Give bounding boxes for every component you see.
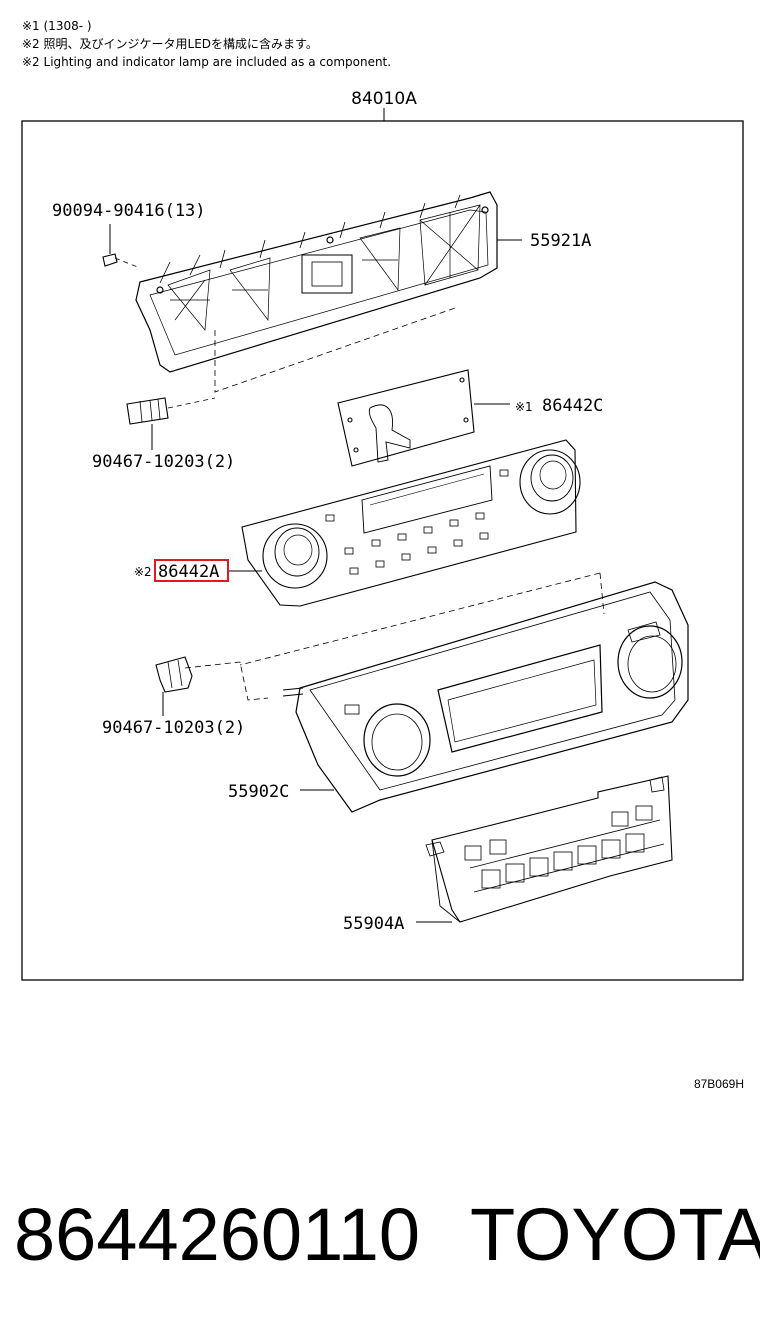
bezel-upper-drawing bbox=[135, 191, 498, 373]
control-panel-label[interactable]: 86442A bbox=[158, 562, 219, 582]
note-2-japanese: ※2 照明、及びインジケータ用LEDを構成に含みます。 bbox=[22, 37, 318, 51]
drawing-code: 87B069H bbox=[693, 1077, 744, 1091]
bezel-upper-label[interactable]: 55921A bbox=[530, 231, 591, 251]
footer-brand: TOYOTA bbox=[470, 1193, 760, 1276]
note-2-english: ※2 Lighting and indicator lamp are inclu… bbox=[22, 55, 392, 69]
control-panel-mark: ※2 bbox=[134, 565, 152, 579]
screw-drawing bbox=[102, 224, 141, 269]
note-1: ※1 (1308- ) bbox=[22, 19, 92, 33]
footer: 8644260110 TOYOTA bbox=[14, 1190, 760, 1280]
control-panel-drawing bbox=[241, 439, 581, 607]
assembly-label[interactable]: 84010A bbox=[351, 89, 417, 109]
control-panel-highlight bbox=[154, 559, 229, 582]
pcb-drawing bbox=[337, 369, 475, 467]
front-panel-label[interactable]: 55902C bbox=[228, 782, 289, 802]
pcb-label[interactable]: 86442C bbox=[542, 396, 603, 416]
clip-upper-drawing bbox=[126, 307, 456, 450]
screw-label[interactable]: 90094-90416(13) bbox=[52, 201, 206, 221]
pcb-mark: ※1 bbox=[515, 400, 533, 414]
parts-diagram: 84010A 55921A 90094-90416(13) 90467-1020… bbox=[21, 89, 744, 981]
clip-lower-label[interactable]: 90467-10203(2) bbox=[102, 718, 245, 738]
switch-base-drawing bbox=[425, 775, 673, 923]
clip-upper-label[interactable]: 90467-10203(2) bbox=[92, 452, 235, 472]
assembly-frame bbox=[21, 120, 744, 981]
front-panel-drawing bbox=[282, 581, 689, 813]
clip-lower-drawing bbox=[155, 656, 193, 716]
footer-part-number: 8644260110 bbox=[14, 1193, 421, 1276]
switch-base-label[interactable]: 55904A bbox=[343, 914, 404, 934]
